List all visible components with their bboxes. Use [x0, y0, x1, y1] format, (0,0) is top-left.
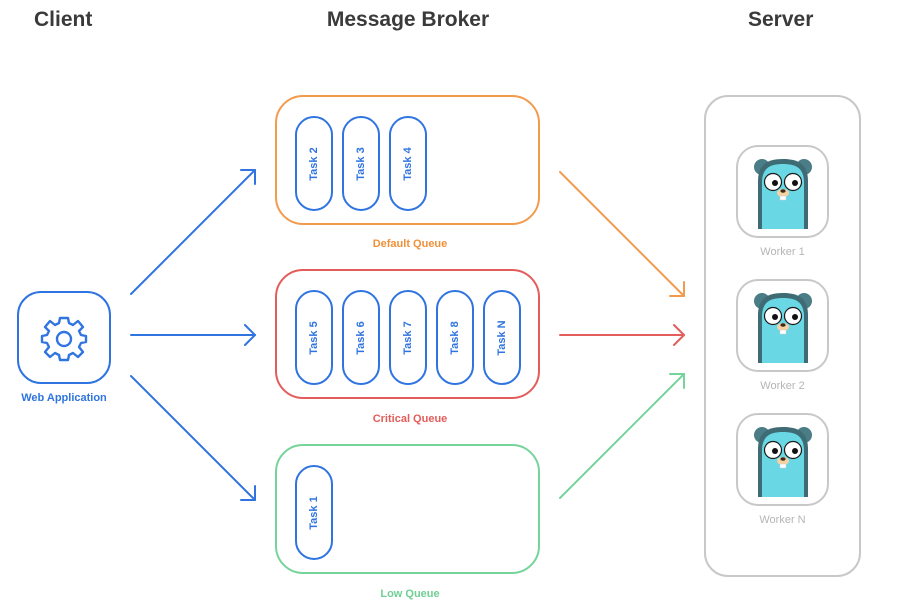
broker-column-title: Message Broker	[326, 8, 490, 31]
default-queue-label: Default Queue	[372, 238, 448, 250]
client-to-queue-arrows	[130, 169, 256, 501]
task-chip: Task N	[483, 290, 521, 385]
task-chip: Task 5	[295, 290, 333, 385]
web-application-node	[17, 291, 111, 384]
gear-icon	[40, 316, 88, 361]
gopher-icon	[753, 292, 812, 363]
worker-card	[736, 279, 829, 372]
low-queue-arrow	[559, 373, 685, 499]
task-chip: Task 7	[389, 290, 427, 385]
default-queue-arrow	[559, 171, 685, 297]
client-column-title: Client	[34, 8, 93, 31]
task-chip: Task 2	[295, 116, 333, 211]
worker-label: Worker N	[759, 514, 806, 526]
low-queue-label: Low Queue	[380, 588, 440, 600]
default-queue: Task 2 Task 3 Task 4	[275, 95, 540, 225]
critical-queue: Task 5 Task 6 Task 7 Task 8 Task N	[275, 269, 540, 399]
server-column-title: Server	[748, 8, 814, 31]
web-application-label: Web Application	[21, 392, 107, 404]
task-chip: Task 4	[389, 116, 427, 211]
task-chip: Task 8	[436, 290, 474, 385]
task-chip: Task 6	[342, 290, 380, 385]
worker-label: Worker 1	[760, 246, 805, 258]
critical-queue-label: Critical Queue	[372, 413, 448, 425]
task-chip: Task 3	[342, 116, 380, 211]
task-chip: Task 1	[295, 465, 333, 560]
worker-label: Worker 2	[760, 380, 805, 392]
worker-card	[736, 145, 829, 238]
gopher-icon	[753, 426, 812, 497]
server-container	[704, 95, 861, 577]
worker-card	[736, 413, 829, 506]
low-queue: Task 1	[275, 444, 540, 574]
critical-queue-arrow	[559, 324, 685, 346]
gopher-icon	[753, 158, 812, 229]
